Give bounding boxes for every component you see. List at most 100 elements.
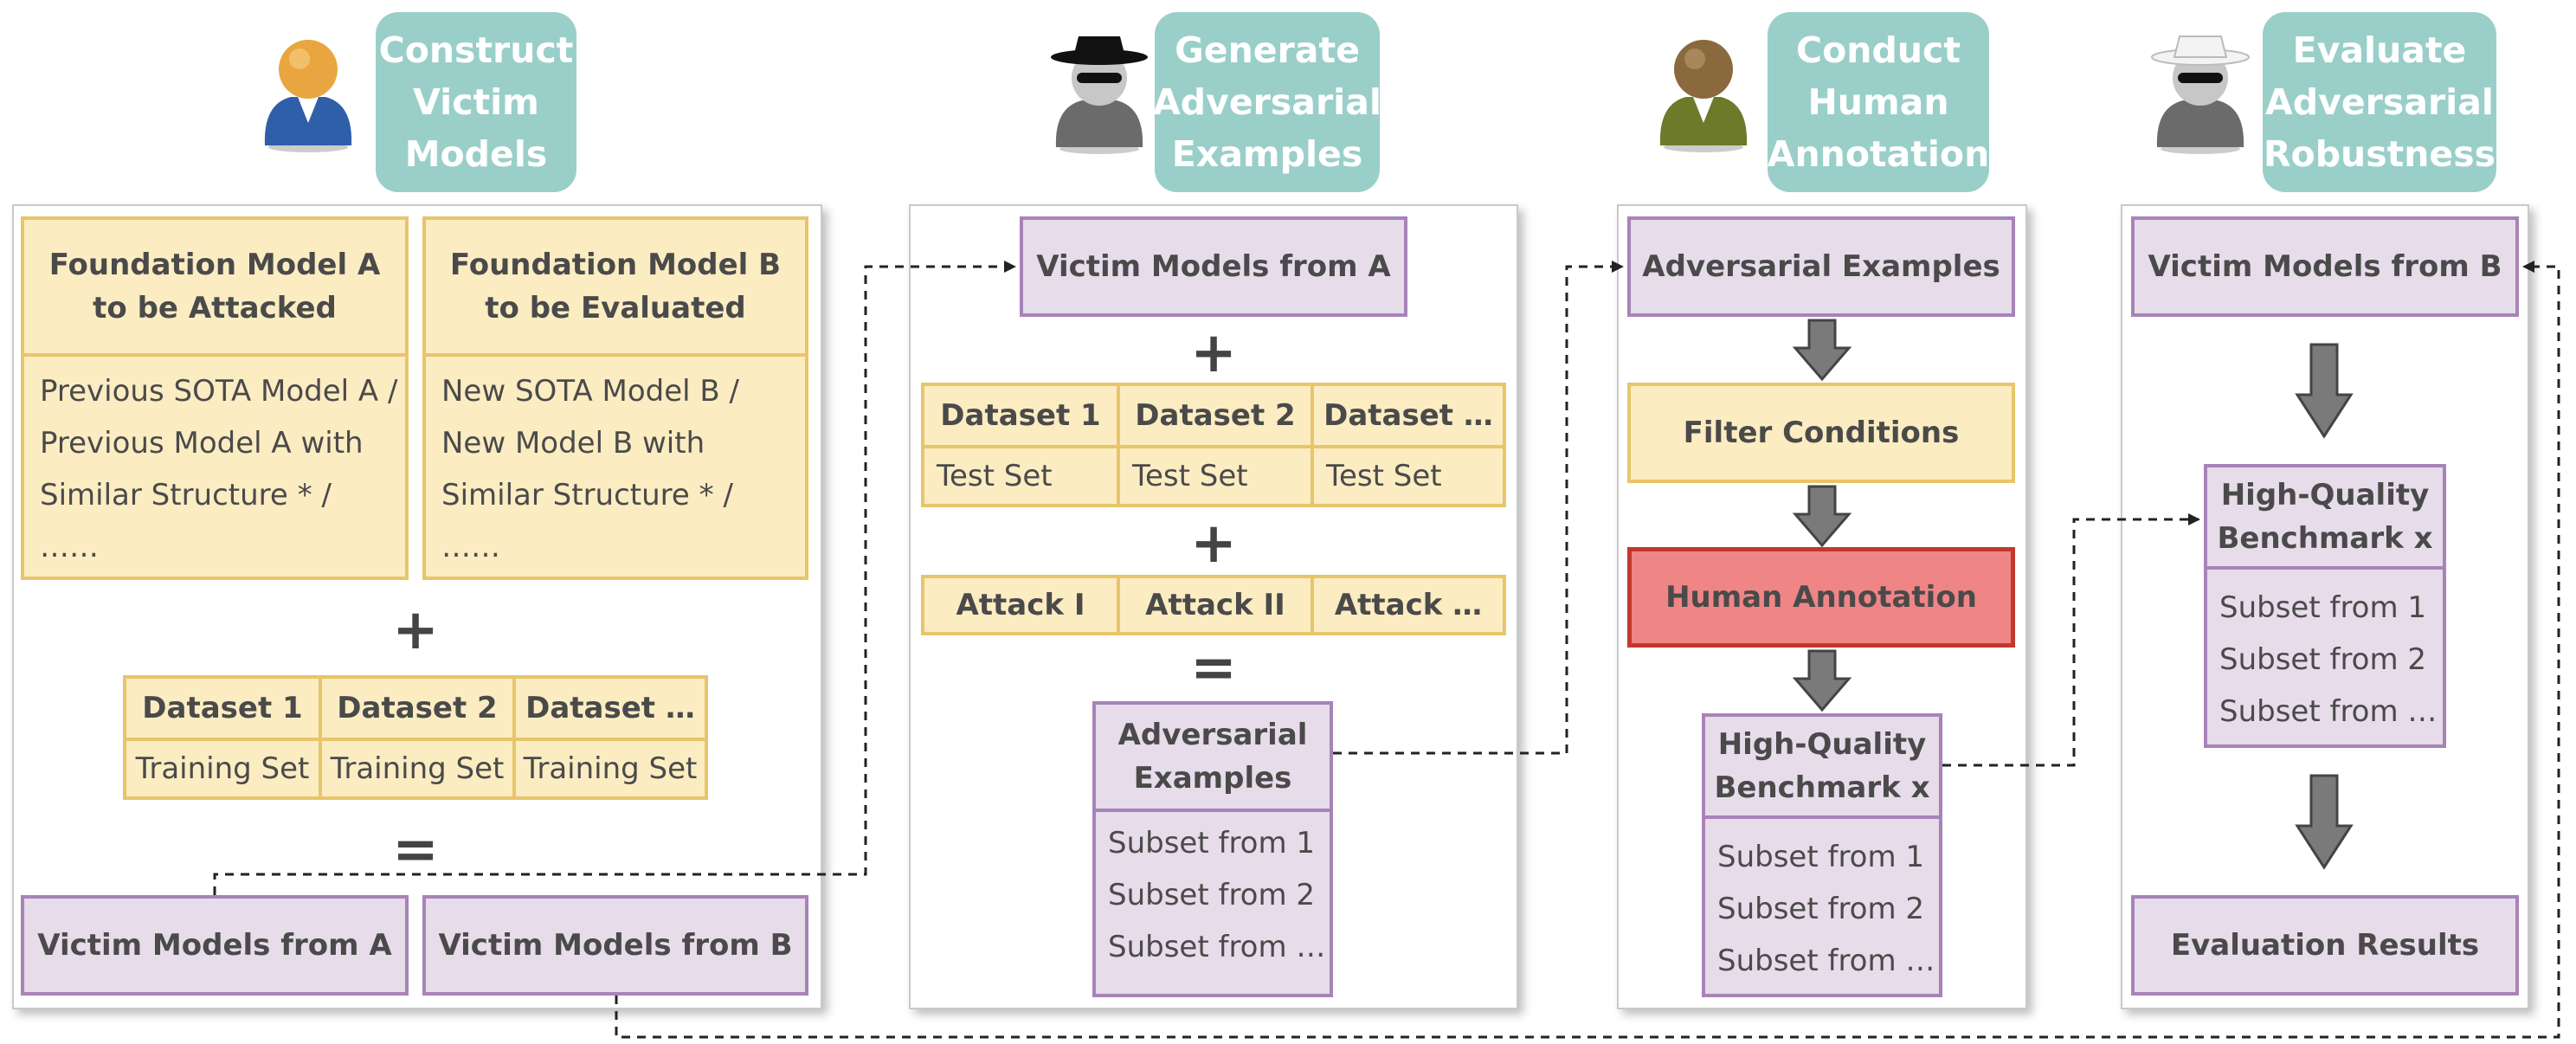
benchmark-title: High-Quality Benchmark x: [1705, 717, 1939, 815]
dataset-2-header: Dataset 2: [1135, 398, 1296, 433]
down-arrow-icon: [1792, 649, 1852, 712]
dataset-more-header: Dataset …: [1323, 398, 1493, 433]
header-generate: Generate Adversarial Examples: [1153, 12, 1381, 192]
plus-sign: +: [1190, 512, 1237, 576]
title-line: Adversarial: [1117, 718, 1308, 752]
divider: [319, 679, 322, 796]
subset-1: Subset from 1: [2219, 590, 2427, 625]
benchmark-box-evaluate: High-Quality Benchmark x Subset from 1 S…: [2204, 464, 2446, 748]
model-b-line-4: ……: [441, 530, 500, 564]
subset-2: Subset from 2: [2219, 642, 2427, 677]
plus-sign: +: [1190, 321, 1237, 385]
header-line: Robustness: [2263, 133, 2496, 175]
foundation-model-b-title: Foundation Model B to be Evaluated: [426, 220, 805, 353]
test-set-2: Test Set: [1132, 459, 1248, 493]
divider: [2207, 566, 2443, 570]
header-line: Models: [404, 133, 548, 175]
attack-1: Attack I: [956, 588, 1085, 622]
test-dataset-table: Dataset 1 Dataset 2 Dataset … Test Set T…: [921, 383, 1506, 507]
header-line: Victim: [413, 81, 539, 123]
attack-more: Attack …: [1334, 588, 1483, 622]
down-arrow-icon: [2295, 343, 2354, 439]
title-line: High-Quality: [2220, 478, 2430, 512]
subset-more: Subset from …: [1717, 944, 1935, 978]
down-arrow-icon: [2295, 774, 2354, 870]
divider: [126, 738, 705, 741]
down-arrow-icon: [1792, 485, 1852, 548]
victim-models-a-box: Victim Models from A: [21, 895, 409, 996]
equals-sign: =: [392, 818, 439, 882]
divider: [1311, 386, 1314, 504]
evaluation-results-box: Evaluation Results: [2131, 895, 2519, 996]
benchmark-title: High-Quality Benchmark x: [2207, 467, 2443, 566]
training-set-1: Training Set: [135, 751, 310, 786]
header-line: Human: [1807, 81, 1949, 123]
down-arrow-icon: [1792, 319, 1852, 382]
header-line: Generate: [1175, 29, 1360, 71]
test-set-1: Test Set: [937, 459, 1053, 493]
dataset-2-header: Dataset 2: [337, 691, 498, 725]
victim-models-a-input: Victim Models from A: [1020, 216, 1407, 317]
subset-2: Subset from 2: [1108, 878, 1316, 912]
divider: [24, 353, 405, 357]
training-dataset-table: Dataset 1 Dataset 2 Dataset … Training S…: [123, 675, 708, 800]
adversarial-examples-box: Adversarial Examples Subset from 1 Subse…: [1092, 701, 1333, 997]
divider: [1117, 386, 1120, 504]
divider: [1096, 809, 1330, 812]
foundation-model-a-box: Foundation Model A to be Attacked Previo…: [21, 216, 409, 580]
divider: [1311, 578, 1314, 632]
subset-1: Subset from 1: [1108, 826, 1316, 860]
header-line: Conduct: [1796, 29, 1961, 71]
human-annotation-box: Human Annotation: [1627, 547, 2015, 648]
title-line: High-Quality: [1717, 727, 1927, 762]
title-line: Benchmark x: [2217, 521, 2433, 556]
divider: [426, 353, 805, 357]
plus-sign: +: [392, 598, 439, 662]
black-hat-spy-icon: [1051, 36, 1148, 154]
adversarial-examples-input: Adversarial Examples: [1627, 216, 2015, 317]
dataset-1-header: Dataset 1: [142, 691, 303, 725]
model-b-line-3: Similar Structure * /: [441, 478, 733, 512]
foundation-model-a-title: Foundation Model A to be Attacked: [24, 220, 405, 353]
victim-models-b-box: Victim Models from B: [422, 895, 808, 996]
model-a-line-3: Similar Structure * /: [40, 478, 332, 512]
user-olive-icon: [1659, 40, 1748, 152]
benchmark-box-conduct: High-Quality Benchmark x Subset from 1 S…: [1702, 713, 1942, 997]
foundation-model-b-box: Foundation Model B to be Evaluated New S…: [422, 216, 808, 580]
title-line: Foundation Model A: [48, 248, 381, 282]
attack-table: Attack I Attack II Attack …: [921, 575, 1506, 635]
model-b-line-2: New Model B with: [441, 426, 705, 461]
header-line: Construct: [378, 29, 574, 71]
title-line: to be Evaluated: [485, 291, 746, 325]
subset-1: Subset from 1: [1717, 840, 1925, 874]
header-conduct: Conduct Human Annotation: [1768, 12, 1989, 192]
title-line: Foundation Model B: [449, 248, 782, 282]
title-line: to be Attacked: [93, 291, 337, 325]
training-set-2: Training Set: [330, 751, 505, 786]
header-line: Adversarial: [2265, 81, 2494, 123]
dataset-more-header: Dataset …: [525, 691, 695, 725]
attack-2: Attack II: [1145, 588, 1285, 622]
subset-more: Subset from …: [1108, 930, 1326, 964]
header-line: Annotation: [1767, 133, 1990, 175]
title-line: Examples: [1133, 761, 1292, 796]
test-set-3: Test Set: [1326, 459, 1442, 493]
header-line: Evaluate: [2292, 29, 2467, 71]
adversarial-examples-title: Adversarial Examples: [1096, 705, 1330, 809]
divider: [924, 445, 1503, 448]
header-evaluate: Evaluate Adversarial Robustness: [2263, 12, 2496, 192]
title-line: Benchmark x: [1714, 770, 1930, 805]
divider: [1117, 578, 1120, 632]
training-set-3: Training Set: [523, 751, 698, 786]
model-a-line-4: ……: [40, 530, 99, 564]
model-a-line-1: Previous SOTA Model A /: [40, 374, 398, 409]
divider: [1705, 815, 1939, 819]
equals-sign: =: [1190, 636, 1237, 700]
model-b-line-1: New SOTA Model B /: [441, 374, 739, 409]
user-blue-icon: [264, 40, 352, 152]
header-line: Adversarial: [1153, 81, 1381, 123]
subset-more: Subset from …: [2219, 694, 2438, 729]
white-hat-spy-icon: [2151, 35, 2250, 154]
dataset-1-header: Dataset 1: [940, 398, 1101, 433]
